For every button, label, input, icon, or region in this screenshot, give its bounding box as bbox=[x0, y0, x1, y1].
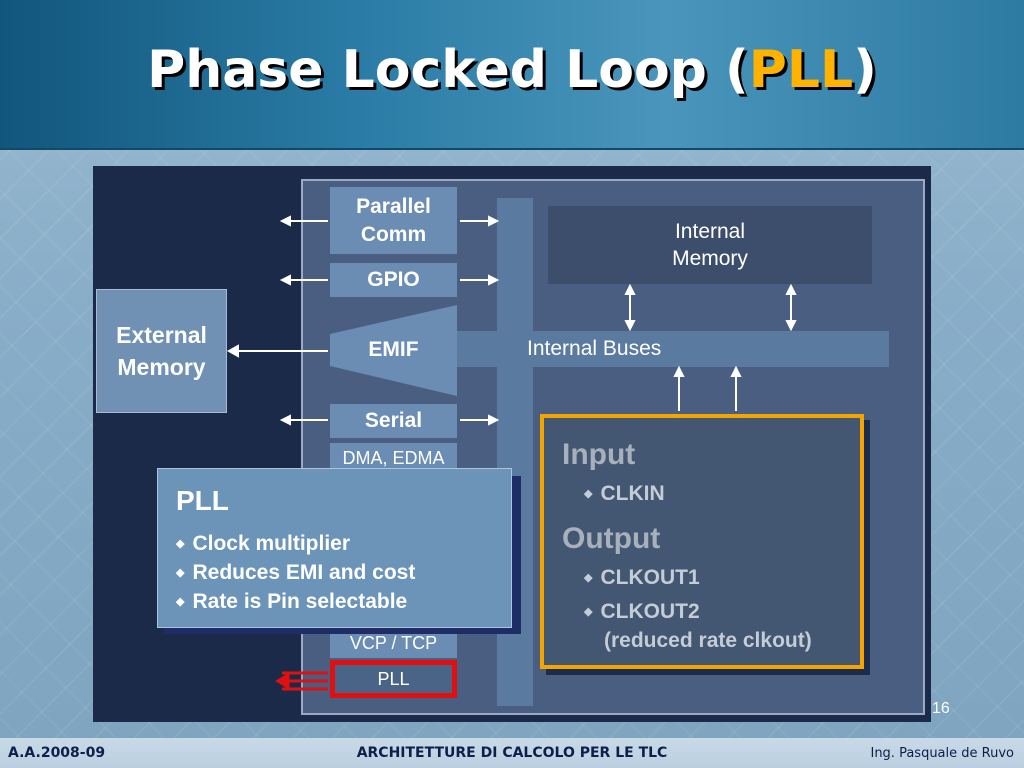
gpio-label: GPIO bbox=[367, 268, 420, 291]
input-item-clkin: CLKIN bbox=[584, 482, 664, 506]
emif-label: EMIF bbox=[368, 338, 419, 361]
footer-author: Ing. Pasquale de Ruvo bbox=[870, 746, 1014, 761]
pll-bullet-rate-selectable: Rate is Pin selectable bbox=[176, 587, 415, 616]
internal-memory-line1: Internal bbox=[674, 220, 746, 243]
output-note: (reduced rate clkout) bbox=[604, 629, 812, 652]
slide-title: Phase Locked Loop (PLL) bbox=[0, 40, 1024, 100]
output-heading: Output bbox=[562, 522, 661, 555]
pll-callout-heading: PLL bbox=[176, 485, 229, 516]
page-number: 16 bbox=[932, 700, 950, 717]
input-heading: Input bbox=[562, 438, 636, 471]
vcp-tcp-label: VCP / TCP bbox=[349, 632, 438, 653]
external-memory-line1: External bbox=[116, 322, 207, 348]
footer-course: ARCHITETTURE DI CALCOLO PER LE TLC bbox=[356, 745, 668, 761]
serial-label: Serial bbox=[364, 409, 423, 432]
serial-block: Serial bbox=[330, 404, 457, 438]
parallel-comm-line1: Parallel bbox=[356, 194, 431, 218]
dma-label: DMA, EDMA bbox=[342, 447, 445, 468]
pll-callout: PLL Clock multiplier Reduces EMI and cos… bbox=[157, 468, 512, 628]
internal-memory-line2: Memory bbox=[672, 247, 748, 270]
slide-footer: A.A.2008-09 ARCHITETTURE DI CALCOLO PER … bbox=[0, 738, 1024, 768]
pll-bullet-clock-multiplier: Clock multiplier bbox=[176, 529, 415, 558]
internal-buses-label: Internal Buses bbox=[527, 337, 662, 360]
title-band bbox=[0, 0, 1024, 150]
title-highlight: PLL bbox=[748, 40, 854, 100]
pll-callout-list: Clock multiplier Reduces EMI and cost Ra… bbox=[176, 529, 415, 616]
io-box: Input CLKIN Output CLKOUT1 CLKOUT2 (redu… bbox=[540, 414, 864, 669]
pll-block-highlighted: PLL bbox=[330, 660, 457, 698]
emif-block: EMIF bbox=[330, 332, 457, 368]
title-open-paren: ( bbox=[706, 40, 749, 100]
pll-block-label: PLL bbox=[377, 668, 410, 689]
gpio-block: GPIO bbox=[330, 263, 457, 297]
parallel-comm-line2: Comm bbox=[360, 222, 427, 246]
internal-buses-bar: Internal Buses bbox=[457, 331, 889, 367]
footer-year: A.A.2008-09 bbox=[8, 745, 106, 761]
title-close-paren: ) bbox=[853, 40, 877, 100]
title-main: Phase Locked Loop bbox=[147, 40, 707, 100]
pll-bullet-reduces-emi: Reduces EMI and cost bbox=[176, 558, 415, 587]
output-item-clkout2: CLKOUT2 bbox=[584, 600, 699, 624]
external-memory-line2: Memory bbox=[117, 354, 206, 380]
output-item-clkout1: CLKOUT1 bbox=[584, 566, 699, 590]
